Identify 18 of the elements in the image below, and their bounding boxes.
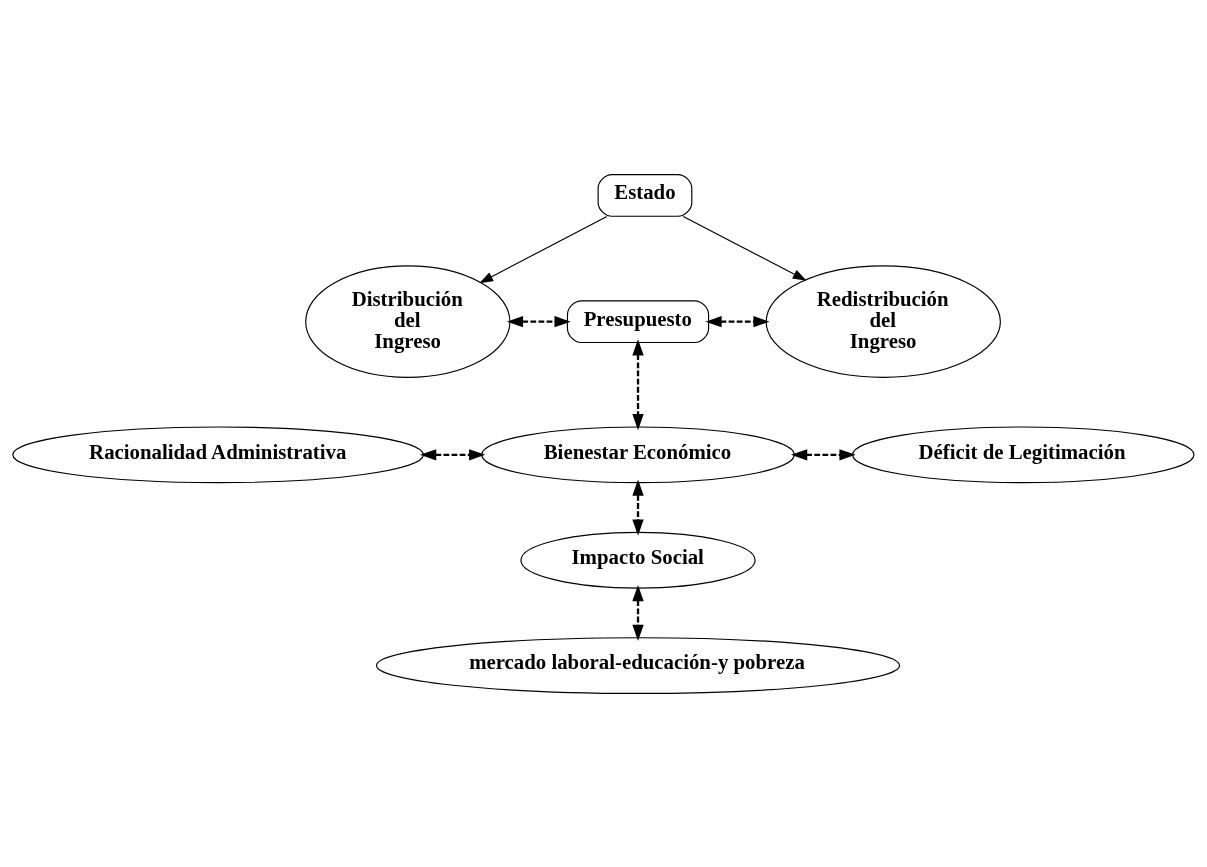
arrow: [506, 315, 571, 327]
arrow: [682, 215, 807, 281]
node-ellipse: Bienestar Económico: [481, 425, 795, 483]
node-ellipse: Racionalidad Administrativa: [12, 425, 424, 483]
arrow: [632, 584, 644, 641]
node-ellipse: Distribución del Ingreso: [305, 264, 511, 378]
node-ellipse: mercado laboral-educación-y pobreza: [375, 636, 901, 694]
node-ellipse: Impacto Social: [520, 531, 756, 589]
arrow: [791, 448, 856, 460]
node-ellipse: Déficit de Legitimación: [851, 425, 1195, 483]
node-ellipse: Redistribución del Ingreso: [765, 264, 1001, 378]
arrow: [479, 215, 608, 283]
arrow: [632, 338, 644, 430]
arrow: [420, 448, 486, 460]
arrow: [632, 479, 644, 536]
node-box: Presupuesto: [566, 299, 710, 343]
node-box: Estado: [597, 173, 693, 217]
arrow: [705, 315, 770, 327]
